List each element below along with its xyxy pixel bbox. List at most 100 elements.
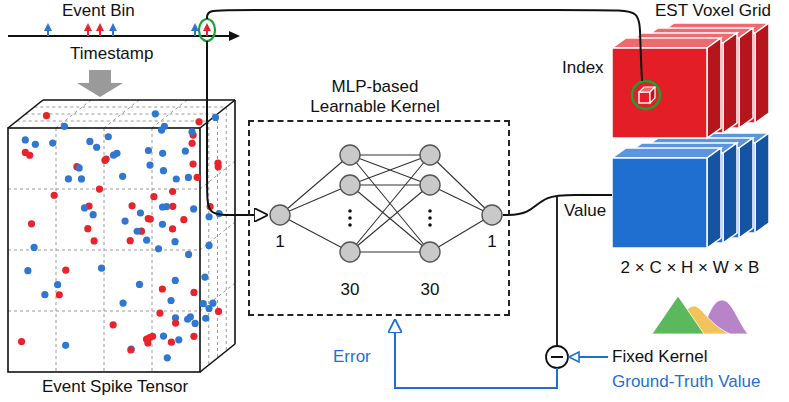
figure-part: [200, 100, 235, 128]
event-dot: [172, 319, 179, 326]
event-dot: [54, 281, 61, 288]
event-dot: [105, 133, 112, 140]
event-dot: [18, 338, 25, 345]
weight-line: [430, 215, 492, 252]
event-dot: [189, 160, 196, 167]
event-dot: [78, 175, 85, 182]
event-dot: [188, 128, 195, 135]
neuron: [420, 242, 440, 262]
figure-part: [199, 19, 215, 41]
event-dot: [136, 281, 143, 288]
event-dot: [143, 336, 150, 343]
event-dot: [190, 333, 197, 340]
event-dot: [147, 215, 154, 222]
event-dot: [137, 209, 144, 216]
weight-line: [350, 251, 430, 252]
event-dot: [84, 225, 91, 232]
event-dot: [103, 155, 110, 162]
event-dot: [145, 147, 152, 154]
grid-line: [17, 121, 209, 122]
event-dot: [121, 218, 128, 225]
node-title: MLP-based Learnable Kernel: [300, 77, 450, 117]
event-dot: [56, 291, 63, 298]
kernel-shapes: [652, 296, 748, 334]
event-dot: [119, 299, 126, 306]
edge-label: Index: [562, 58, 604, 78]
event-dot: [134, 228, 141, 235]
event-dot: [159, 285, 166, 292]
event-dot: [127, 237, 134, 244]
event-dot: [194, 174, 201, 181]
weight-line: [350, 154, 430, 155]
diagram-node: MLP-based Learnable Kernel130301: [248, 76, 510, 318]
node-text: 30: [421, 280, 440, 300]
tensor-grid: [8, 100, 235, 372]
grid-line: [226, 107, 227, 351]
event-dot: [128, 202, 135, 209]
event-dot: [173, 175, 180, 182]
figure-part: [551, 356, 563, 358]
voxel-top: [612, 148, 721, 158]
event-dot: [215, 308, 222, 315]
event-dot: [185, 251, 192, 258]
event-dot: [159, 150, 166, 157]
node-text: 1: [487, 232, 496, 252]
connector: [207, 41, 268, 215]
neuron: [340, 175, 360, 195]
voxel-side: [707, 148, 721, 248]
event-dot: [150, 193, 157, 200]
event-timeline: [8, 19, 240, 41]
event-dot: [65, 175, 72, 182]
event-dot: [22, 136, 29, 143]
event-dot: [180, 216, 187, 223]
figure-part: [234, 100, 236, 344]
neuron: [270, 205, 290, 225]
figure-part: [569, 352, 579, 362]
event-dot: [201, 274, 208, 281]
diagram-node: Event BinTimestamp: [5, 0, 245, 68]
grid-line: [8, 311, 200, 312]
event-dot: [155, 245, 162, 252]
neuron: [420, 145, 440, 165]
dashed-frame: [248, 120, 510, 316]
grid-line: [26, 114, 218, 115]
ellipsis-dot: [348, 223, 352, 227]
node-title: Fixed Kernel: [612, 347, 707, 367]
subtractor: [546, 346, 579, 368]
event-dot: [191, 320, 198, 327]
voxel-side: [723, 33, 737, 133]
event-dot: [189, 140, 196, 147]
figure-part: [639, 92, 650, 103]
event-dot: [156, 309, 163, 316]
event-dot: [127, 346, 134, 353]
voxel-side: [755, 23, 769, 123]
event-dot: [172, 277, 179, 284]
voxel-side: [723, 143, 737, 243]
edge-label: Error: [333, 347, 371, 367]
weight-line: [350, 155, 430, 252]
voxel-side: [755, 133, 769, 233]
event-dot: [96, 185, 103, 192]
event-dot: [160, 333, 167, 340]
event-dot: [76, 164, 83, 171]
event-dot: [90, 211, 97, 218]
ellipsis-dot: [428, 223, 432, 227]
event-dot: [169, 188, 176, 195]
node-text: 30: [341, 280, 360, 300]
event-arrow-head: [109, 23, 117, 31]
diagram-node: Event Spike Tensor: [5, 95, 245, 400]
event-dot: [62, 342, 69, 349]
event-arrows: [44, 23, 211, 36]
event-dot: [212, 114, 219, 121]
voxel-face: [612, 158, 707, 248]
event-dot: [214, 160, 221, 167]
figure-part: [8, 100, 43, 128]
event-dot: [86, 138, 93, 145]
event-dot: [169, 225, 176, 232]
grid-line: [152, 100, 187, 128]
grid-line: [34, 107, 226, 108]
event-arrow-head: [96, 23, 104, 31]
event-arrow-head: [203, 23, 211, 31]
node-text: Timestamp: [70, 44, 153, 64]
figure-part: [546, 346, 568, 368]
